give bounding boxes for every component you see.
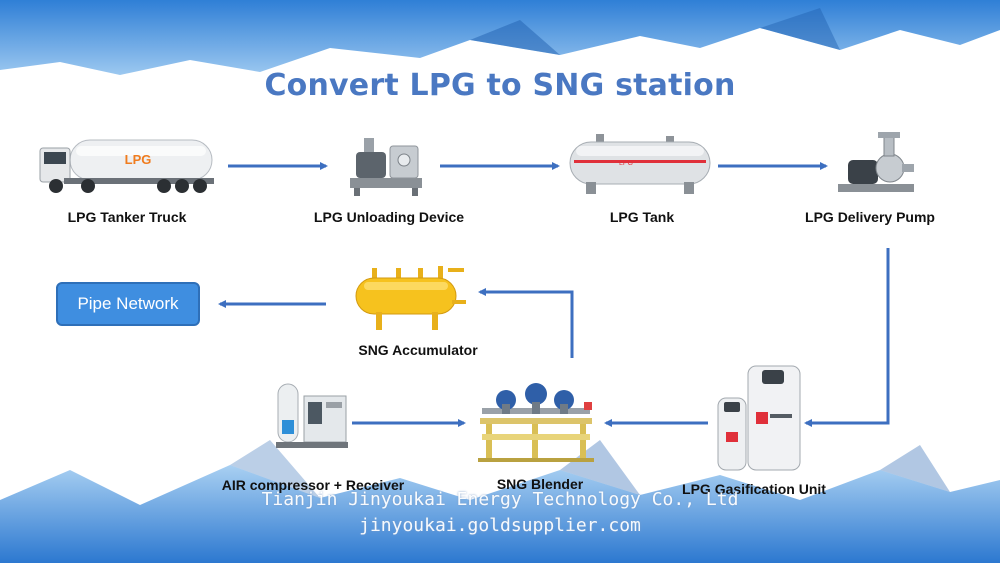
air-compressor-receiver-label: AIR compressor + Receiver (221, 477, 405, 493)
lpg-unloading-device-label: LPG Unloading Device (313, 209, 465, 225)
watermark-website: jinyoukai.goldsupplier.com (359, 515, 641, 536)
lpg-gasification-unit-icon (717, 365, 801, 471)
lpg-delivery-pump-icon (838, 132, 914, 192)
sng-blender-label: SNG Blender (496, 476, 584, 492)
lpg-tank-label: LPG Tank (609, 209, 675, 225)
pipe-network-box: Pipe Network (56, 282, 200, 326)
lpg-tanker-truck-icon: LPG (39, 139, 214, 193)
arrow-pump-to-gasification (804, 248, 890, 427)
lpg-tank-text: LPG (619, 160, 633, 167)
lpg-tank-icon: LPG (569, 134, 711, 194)
watermark-company-name: Tianjin Jinyoukai Energy Technology Co.,… (261, 489, 739, 510)
lpg-delivery-pump-label: LPG Delivery Pump (805, 209, 935, 225)
air-compressor-receiver-icon (276, 383, 348, 448)
truck-tank-text: LPG (125, 152, 152, 167)
arrow-blender-to-accumulator (478, 288, 574, 358)
lpg-tanker-truck-label: LPG Tanker Truck (67, 209, 187, 225)
lpg-gasification-unit-label: LPG Gasification Unit (682, 481, 826, 497)
sng-accumulator-label: SNG Accumulator (358, 342, 478, 358)
page-title: Convert LPG to SNG station (264, 68, 736, 103)
lpg-unloading-device-icon (350, 138, 422, 196)
sng-accumulator-icon (355, 266, 466, 330)
sng-blender-icon (478, 383, 594, 462)
